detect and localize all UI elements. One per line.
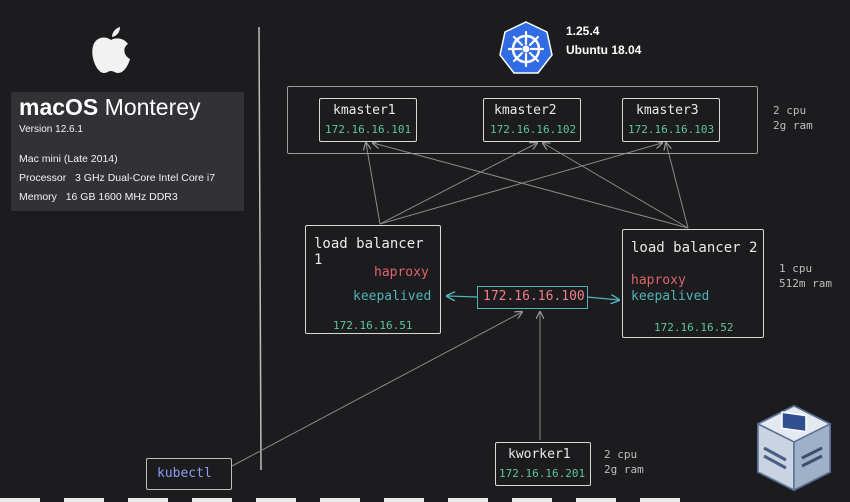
lb2-name: load balancer 2 <box>631 240 758 256</box>
edge-lb2-kmaster3 <box>666 143 689 229</box>
memory-value: 16 GB 1600 MHz DDR3 <box>65 191 178 203</box>
lb1-haproxy: haproxy <box>374 265 429 280</box>
kworker1-name: kworker1 <box>508 447 571 462</box>
worker-resources: 2 cpu 2g ram <box>604 447 644 477</box>
virtual-ip: 172.16.16.100 <box>483 289 585 304</box>
memory-label: Memory <box>19 191 57 203</box>
masters-resources: 2 cpu 2g ram <box>773 103 813 133</box>
lb1-ip: 172.16.16.51 <box>333 319 413 332</box>
kmaster1-name: kmaster1 <box>333 103 396 118</box>
edge-vip-lb1 <box>447 296 478 297</box>
os-version: Version 12.6.1 <box>19 124 83 135</box>
kmaster3-node: kmaster3 172.16.16.103 <box>622 98 720 142</box>
system-info-panel: macOS Monterey Version 12.6.1 Mac mini (… <box>11 92 244 211</box>
edge-vip-lb2 <box>586 297 619 300</box>
memory-row: Memory 16 GB 1600 MHz DDR3 <box>19 191 178 203</box>
worker-ram: 2g ram <box>604 463 644 476</box>
edge-lb1-kmaster1 <box>366 143 381 225</box>
mac-model: Mac mini (Late 2014) <box>19 153 118 165</box>
lb2-keepalived: keepalived <box>631 289 710 304</box>
lb1-keepalived: keepalived <box>353 289 432 304</box>
masters-ram: 2g ram <box>773 119 813 132</box>
lb-ram: 512m ram <box>779 277 832 290</box>
kworker1-ip: 172.16.16.201 <box>499 467 586 480</box>
kmaster3-name: kmaster3 <box>636 103 699 118</box>
masters-group <box>287 86 758 154</box>
edge-lb2-kmaster1 <box>373 143 689 229</box>
edge-lb1-kmaster3 <box>379 143 662 225</box>
os-title: macOS Monterey <box>19 94 201 121</box>
apple-icon <box>92 27 130 73</box>
worker-cpu: 2 cpu <box>604 448 638 461</box>
kmaster2-node: kmaster2 172.16.16.102 <box>483 98 581 142</box>
kubectl-label: kubectl <box>157 466 212 481</box>
lb1-name: load balancer 1 <box>314 236 424 268</box>
divider-line <box>258 26 262 471</box>
k8s-os: Ubuntu 18.04 <box>566 43 642 57</box>
kmaster1-ip: 172.16.16.101 <box>325 123 412 136</box>
processor-row: Processor 3 GHz Dual-Core Intel Core i7 <box>19 172 215 184</box>
k8s-version: 1.25.4 <box>566 24 600 38</box>
virtual-ip-box: 172.16.16.100 <box>477 286 588 309</box>
edge-lb1-kmaster2 <box>379 143 537 225</box>
edge-kubectl-vip <box>231 312 522 467</box>
kworker1-node: kworker1 172.16.16.201 <box>495 442 591 486</box>
os-name-bold: macOS <box>19 94 99 120</box>
lb2-haproxy: haproxy <box>631 273 686 288</box>
processor-label: Processor <box>19 172 67 184</box>
kmaster1-node: kmaster1 172.16.16.101 <box>319 98 417 142</box>
lb-cpu: 1 cpu <box>779 262 813 275</box>
kmaster2-name: kmaster2 <box>494 103 557 118</box>
processor-value: 3 GHz Dual-Core Intel Core i7 <box>75 172 216 184</box>
os-name-light: Monterey <box>104 94 201 120</box>
kubernetes-icon <box>499 21 553 74</box>
virtualbox-icon <box>756 404 832 492</box>
masters-cpu: 2 cpu <box>773 104 807 117</box>
load-balancer-1-node: load balancer 1 haproxy keepalived 172.1… <box>305 225 441 334</box>
kmaster2-ip: 172.16.16.102 <box>490 123 577 136</box>
lb-resources: 1 cpu 512m ram <box>779 261 832 291</box>
kubectl-node: kubectl <box>146 458 232 490</box>
kmaster3-ip: 172.16.16.103 <box>628 123 715 136</box>
edge-lb2-kmaster2 <box>543 143 689 229</box>
load-balancer-2-node: load balancer 2 haproxy keepalived 172.1… <box>622 229 764 338</box>
lb2-ip: 172.16.16.52 <box>654 321 734 334</box>
